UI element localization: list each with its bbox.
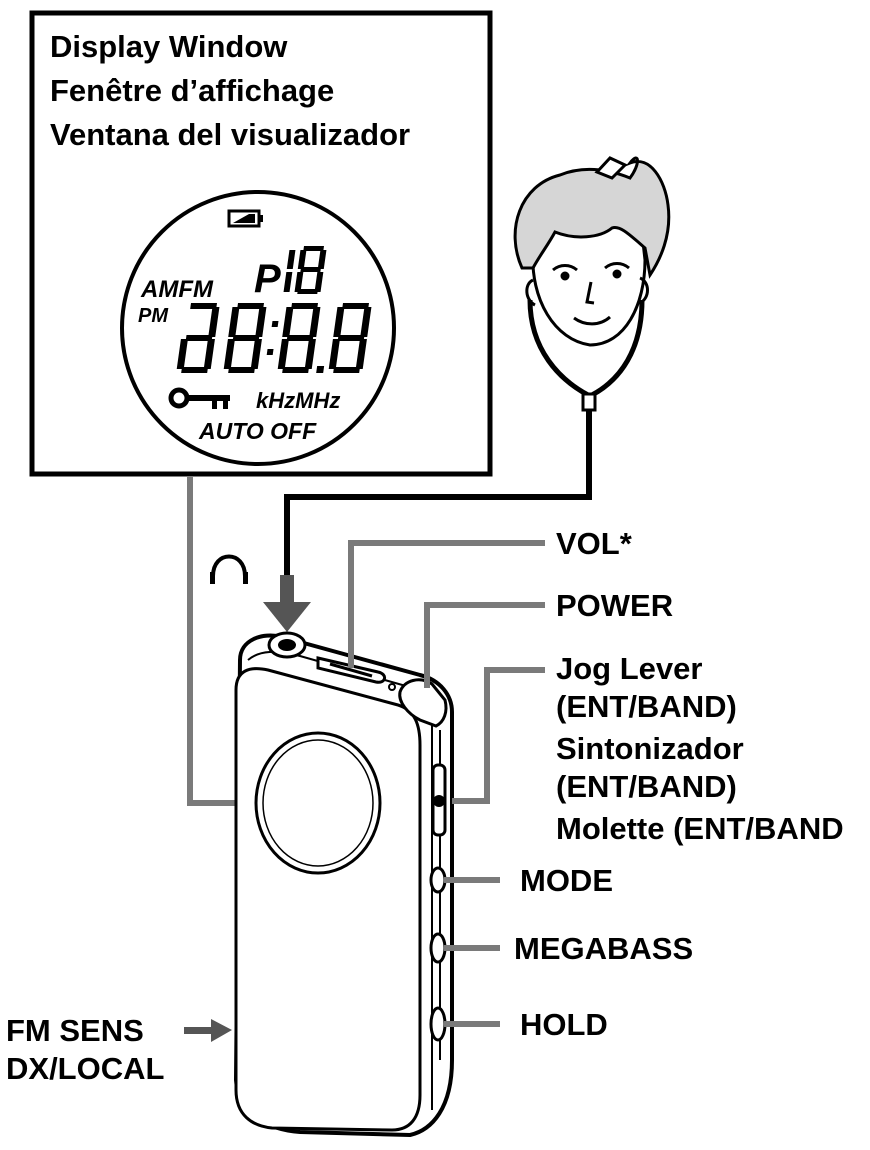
radio-device bbox=[233, 631, 454, 1138]
label-jog-lever-5: Molette (ENT/BAND bbox=[556, 811, 844, 846]
lcd-auto-off-label: AUTO OFF bbox=[198, 418, 317, 444]
lcd-main-digits bbox=[176, 303, 372, 373]
caption-ventana-visualizador: Ventana del visualizador bbox=[50, 117, 411, 152]
listener-illustration bbox=[513, 156, 671, 412]
caption-display-window: Display Window bbox=[50, 29, 288, 64]
label-fm-sens-2: DX/LOCAL bbox=[6, 1051, 165, 1086]
headphone-cord bbox=[284, 410, 592, 580]
arrow-down-icon bbox=[263, 575, 311, 632]
label-jog-lever-3: Sintonizador bbox=[556, 731, 744, 766]
power-button[interactable] bbox=[398, 678, 448, 728]
speaker-grille bbox=[254, 731, 382, 875]
label-mode: MODE bbox=[520, 863, 613, 898]
caption-fenetre-affichage: Fenêtre d’affichage bbox=[50, 73, 335, 108]
label-megabass: MEGABASS bbox=[514, 931, 694, 966]
label-jog-lever-1: Jog Lever bbox=[556, 651, 703, 686]
label-jog-lever-4: (ENT/BAND) bbox=[556, 769, 737, 804]
battery-icon bbox=[227, 209, 263, 228]
key-icon bbox=[168, 387, 230, 409]
megabass-switch[interactable] bbox=[429, 932, 447, 964]
mode-button[interactable] bbox=[429, 866, 447, 894]
hold-switch[interactable] bbox=[429, 1006, 447, 1042]
lcd-preset-label: P bbox=[254, 257, 281, 301]
leader-lines bbox=[348, 540, 545, 1027]
label-power: POWER bbox=[556, 588, 674, 623]
arrow-right-icon bbox=[184, 1019, 232, 1042]
label-hold: HOLD bbox=[520, 1007, 608, 1042]
label-vol: VOL* bbox=[556, 526, 632, 561]
label-jog-lever-2: (ENT/BAND) bbox=[556, 689, 737, 724]
lcd-display: P AMFM PM bbox=[120, 190, 396, 466]
label-fm-sens-1: FM SENS bbox=[6, 1013, 144, 1048]
lcd-band-label: AMFM bbox=[140, 276, 214, 303]
lcd-unit-label: kHzMHz bbox=[256, 388, 340, 413]
lcd-preset-digits bbox=[283, 246, 327, 294]
lcd-ampm-label: PM bbox=[138, 305, 169, 327]
headphones-icon bbox=[210, 554, 248, 584]
